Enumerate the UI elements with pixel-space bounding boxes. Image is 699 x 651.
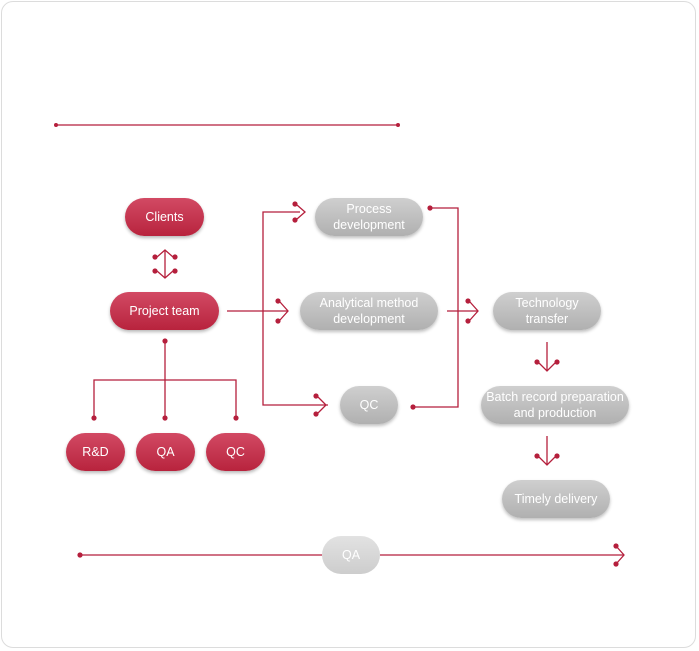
node-rnd-label: R&D [82, 445, 109, 459]
analytical-line1: Analytical method [319, 296, 419, 310]
node-qc: QC [206, 433, 265, 471]
analytical-line2: development [333, 312, 405, 326]
collector-connector [413, 207, 459, 408]
node-qc-flow: QC [340, 386, 398, 424]
node-qc-label: QC [226, 445, 245, 459]
process-dev-line1: Process [346, 202, 392, 216]
node-project-team-label: Project team [129, 304, 200, 318]
node-qa: QA [136, 433, 195, 471]
tech-transfer-line1: Technology [515, 296, 579, 310]
node-process-development: Process development [315, 198, 423, 236]
process-dev-line2: development [333, 218, 405, 232]
team-split-connector [262, 211, 328, 406]
batch-line2: and production [513, 406, 597, 420]
node-qa-bar-label: QA [341, 548, 361, 562]
node-qa-label: QA [156, 445, 175, 459]
node-technology-transfer: Technology transfer [493, 292, 601, 330]
batch-line1: Batch record preparation [486, 390, 624, 404]
node-batch-record-production: Batch record preparation and production [481, 386, 629, 424]
node-analytical-method-development: Analytical method development [300, 292, 438, 330]
node-timely-delivery-label: Timely delivery [514, 492, 598, 506]
node-project-team: Project team [110, 292, 219, 330]
node-timely-delivery: Timely delivery [502, 480, 610, 518]
node-rnd: R&D [66, 433, 125, 471]
node-clients: Clients [125, 198, 204, 236]
node-clients-label: Clients [145, 210, 184, 224]
node-qa-bar: QA [322, 536, 380, 574]
tech-transfer-line2: transfer [525, 312, 569, 326]
node-qc-flow-label: QC [359, 398, 379, 412]
